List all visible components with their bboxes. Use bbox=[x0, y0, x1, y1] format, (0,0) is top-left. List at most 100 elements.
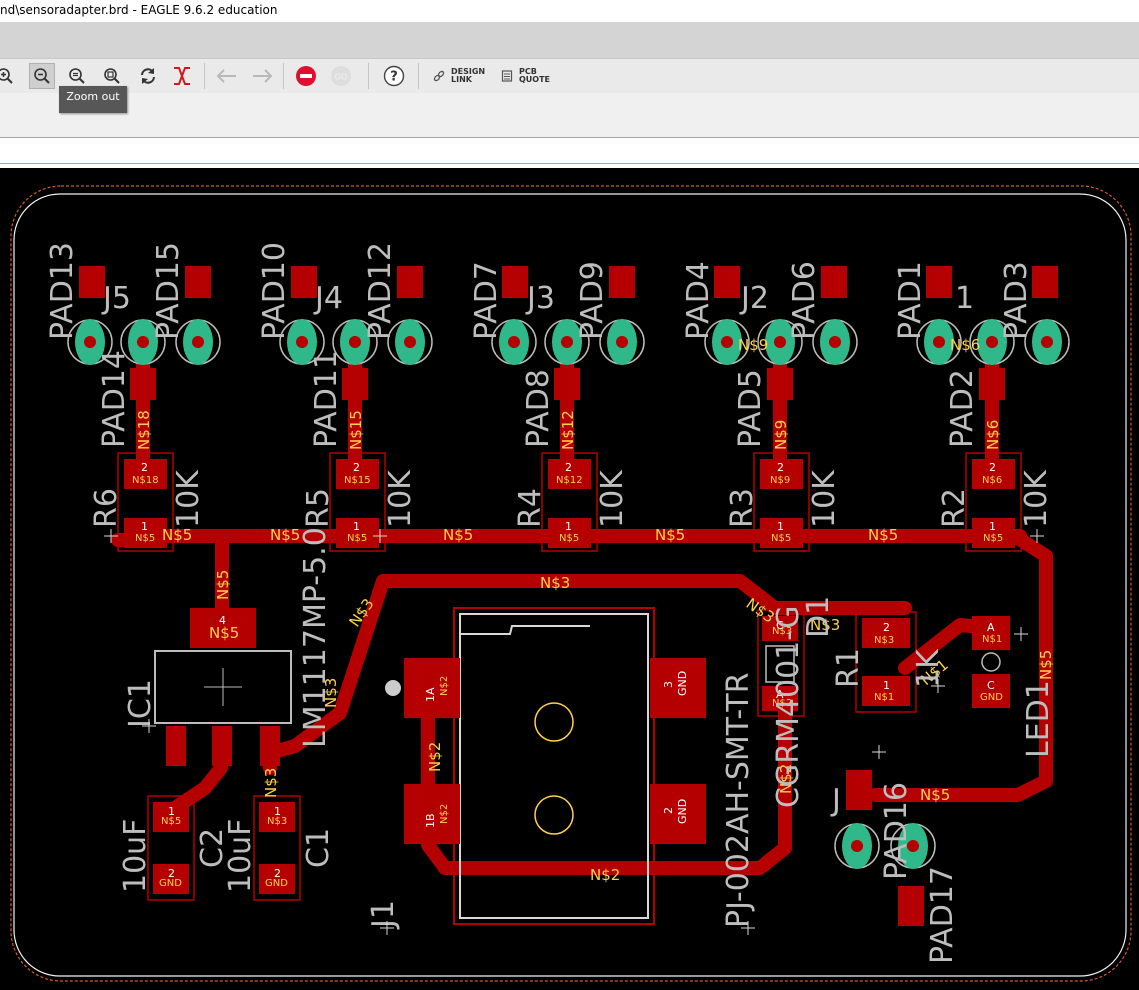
component-name: R4 bbox=[513, 488, 548, 528]
pad-number: 1 bbox=[141, 520, 148, 533]
signal-label: N$12 bbox=[559, 410, 577, 450]
component-value: PJ-002AH-SMT-TR bbox=[721, 672, 756, 928]
header-rects bbox=[79, 266, 1058, 400]
component-name: C1 bbox=[301, 828, 336, 868]
component-value: 10uF bbox=[223, 819, 258, 893]
undo-button[interactable] bbox=[214, 63, 240, 89]
component-name: PAD11 bbox=[309, 350, 344, 448]
component-name: PAD4 bbox=[681, 261, 716, 340]
component-value: LM1117MP-5.0 bbox=[298, 527, 333, 748]
signal-label: N$5 bbox=[270, 526, 300, 544]
pcb-board: N$5 N$5 N$5 N$5 N$5 N$3 N$3 N$2 N$5 N$5 … bbox=[10, 185, 1132, 982]
go-icon: GO bbox=[331, 66, 351, 86]
help-icon: ? bbox=[383, 65, 405, 87]
board-dimension-outline bbox=[10, 185, 1132, 982]
component-name: D1 bbox=[801, 596, 836, 638]
toolbar-separator bbox=[368, 63, 369, 89]
pad-label: GND bbox=[265, 878, 288, 889]
component-name: PAD16 bbox=[879, 782, 914, 880]
component-name: C2 bbox=[195, 828, 230, 868]
design-link-button[interactable] bbox=[432, 63, 446, 89]
pad-label: N$5 bbox=[983, 533, 1003, 544]
zoom-select-button[interactable] bbox=[99, 63, 125, 89]
signal-label: N$2 bbox=[777, 764, 795, 794]
pcb-quote-text-2: QUOTE bbox=[519, 75, 551, 84]
pad-number: 2 bbox=[168, 867, 175, 880]
stop-button[interactable] bbox=[293, 63, 319, 89]
connector-name: J3 bbox=[525, 281, 555, 316]
board-canvas[interactable]: N$5 N$5 N$5 N$5 N$5 N$3 N$3 N$2 N$5 N$5 … bbox=[0, 168, 1139, 990]
pad-number: 1 bbox=[565, 520, 572, 533]
pad-label: N$5 bbox=[161, 816, 181, 827]
title-bar: nd\sensoradapter.brd - EAGLE 9.6.2 educa… bbox=[0, 0, 1139, 22]
component-name: PAD8 bbox=[521, 369, 556, 448]
origin-markers bbox=[104, 529, 1044, 935]
signal-label: N$2 bbox=[426, 742, 444, 772]
pad-label: N$1 bbox=[982, 634, 1002, 645]
component-value: 1K bbox=[911, 648, 946, 688]
pad-label: N$3 bbox=[772, 626, 792, 637]
signal-label: N$9 bbox=[738, 336, 768, 354]
pad-label: GND bbox=[980, 692, 1003, 703]
jack-pin-label: 1B bbox=[424, 813, 437, 828]
jumper-pads bbox=[834, 770, 936, 926]
component-name: R6 bbox=[89, 488, 124, 528]
connector-name: 1 bbox=[955, 281, 974, 316]
signal-label: N$3 bbox=[322, 678, 340, 708]
ratsnest-button[interactable] bbox=[169, 63, 195, 89]
signal-label: N$6 bbox=[984, 420, 1002, 450]
signal-label: N$9 bbox=[772, 420, 790, 450]
pcb-quote-button[interactable] bbox=[500, 63, 514, 89]
toolbar-separator bbox=[283, 63, 284, 89]
component-value: CGRM4001-G bbox=[771, 606, 806, 808]
header-pads bbox=[67, 319, 1070, 365]
zoom-fit-icon bbox=[69, 68, 85, 84]
pad-label: N$5 bbox=[771, 533, 791, 544]
component-value: 10K bbox=[171, 469, 206, 528]
menu-bar bbox=[0, 22, 1139, 58]
component-name: LED1 bbox=[1021, 680, 1056, 758]
component-name: PAD5 bbox=[733, 369, 768, 448]
zoom-in-icon bbox=[0, 68, 13, 84]
jack-pin-label: N$2 bbox=[439, 804, 450, 824]
connector-name: J bbox=[830, 783, 841, 818]
component-name: PAD7 bbox=[469, 261, 504, 340]
pad-label: N$3 bbox=[267, 816, 287, 827]
component-value: 10K bbox=[1019, 469, 1054, 528]
component-name: PAD2 bbox=[945, 369, 980, 448]
signal-label: N$6 bbox=[950, 336, 980, 354]
toolbar-separator bbox=[418, 63, 419, 89]
signal-label: N$3 bbox=[540, 574, 570, 592]
signal-label: N$15 bbox=[347, 410, 365, 450]
component-value: 10K bbox=[383, 469, 418, 528]
command-line-input[interactable] bbox=[0, 137, 1139, 164]
board-outline bbox=[13, 193, 1127, 977]
signal-label: N$5 bbox=[868, 526, 898, 544]
signal-label: N$18 bbox=[135, 410, 153, 450]
pad-label: N$5 bbox=[347, 533, 367, 544]
redraw-button[interactable] bbox=[135, 63, 161, 89]
component-name: R2 bbox=[937, 488, 972, 528]
jack-pin-label: GND bbox=[676, 799, 689, 824]
component-value: 10uF bbox=[118, 819, 153, 893]
zoom-out-button[interactable] bbox=[29, 63, 55, 89]
toolbar-separator bbox=[204, 63, 205, 89]
help-button[interactable]: ? bbox=[381, 63, 407, 89]
jack-pin-label: 2 bbox=[662, 807, 675, 814]
go-button[interactable]: GO bbox=[328, 63, 354, 89]
zoom-select-icon bbox=[104, 68, 120, 84]
parameter-toolbar bbox=[0, 93, 1139, 137]
redo-button[interactable] bbox=[249, 63, 275, 89]
signal-label: N$5 bbox=[162, 526, 192, 544]
link-icon bbox=[433, 70, 445, 82]
stop-icon bbox=[296, 66, 316, 86]
component-name: PAD6 bbox=[787, 261, 822, 340]
zoom-fit-button[interactable] bbox=[64, 63, 90, 89]
component-name: PAD9 bbox=[575, 261, 610, 340]
svg-text:GO: GO bbox=[335, 73, 348, 82]
component-name: R3 bbox=[725, 488, 760, 528]
zoom-in-button[interactable] bbox=[0, 63, 18, 89]
led-body bbox=[972, 616, 1010, 708]
